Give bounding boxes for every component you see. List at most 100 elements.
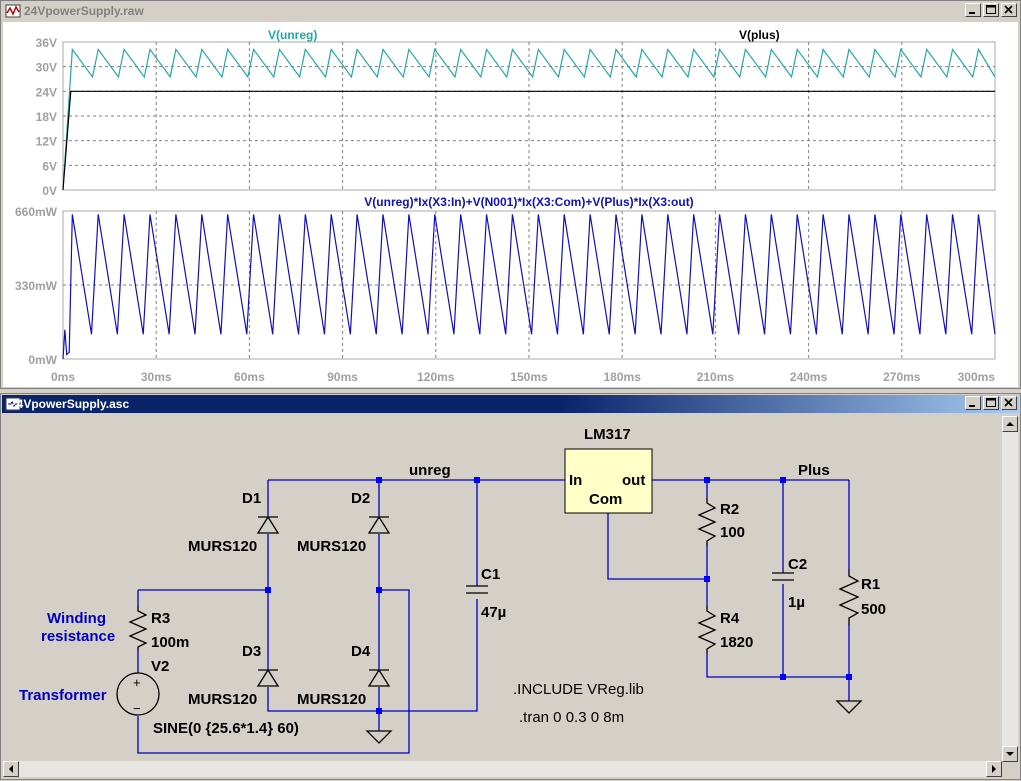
minimize-icon — [969, 405, 975, 407]
label-d2: D2 — [351, 490, 370, 507]
resistor-r3 — [128, 606, 148, 651]
x-tick-label: 240ms — [790, 370, 828, 384]
schematic-minimize-button[interactable] — [965, 396, 981, 410]
lower-y-tick-label: 660mW — [15, 205, 58, 219]
upper-y-tick-label: 6V — [42, 159, 57, 173]
label-lm317: LM317 — [584, 426, 631, 443]
waveform-titlebar[interactable]: 24VpowerSupply.raw — [2, 2, 1019, 20]
arrow-right-icon — [992, 765, 996, 773]
label-c2-value: 1µ — [788, 594, 805, 611]
schematic-maximize-button[interactable] — [983, 396, 999, 410]
label-v2: V2 — [151, 658, 169, 675]
voltage-source-v2 — [116, 672, 160, 716]
ground-right — [835, 700, 863, 714]
label-net-unreg: unreg — [409, 462, 451, 479]
label-ic-com: Com — [589, 491, 622, 508]
schematic-close-button[interactable] — [1001, 396, 1017, 410]
schematic-window: 24VpowerSupply.asc — [0, 393, 1021, 780]
directive-include[interactable]: .INCLUDE VReg.lib — [513, 681, 644, 698]
waveform-minimize-button[interactable] — [965, 3, 981, 17]
annotation-resistance: resistance — [41, 628, 115, 645]
resistor-r4 — [697, 606, 717, 653]
label-c2: C2 — [788, 556, 807, 573]
upper-y-tick-label: 0V — [42, 184, 57, 198]
diode-d2 — [367, 515, 391, 534]
label-d1-model: MURS120 — [188, 538, 257, 555]
schematic-titlebar[interactable]: 24VpowerSupply.asc — [2, 395, 1019, 413]
diode-d3 — [256, 668, 280, 687]
annotation-transformer: Transformer — [19, 687, 107, 704]
plot-background — [3, 22, 1018, 387]
schematic-app-icon — [5, 397, 21, 411]
trace-v-plus — [62, 90, 995, 191]
arrow-down-icon — [1006, 752, 1014, 756]
close-icon — [1004, 5, 1013, 14]
scroll-up-button[interactable] — [1002, 416, 1018, 432]
upper-y-tick-label: 30V — [36, 61, 57, 75]
diode-d4 — [367, 668, 391, 687]
traces — [62, 47, 996, 360]
upper-y-tick-label: 36V — [36, 36, 57, 50]
label-d3: D3 — [242, 643, 261, 660]
upper-y-tick-label: 18V — [36, 110, 57, 124]
label-r4: R4 — [720, 610, 740, 627]
scroll-down-button[interactable] — [1002, 746, 1018, 762]
label-d2-model: MURS120 — [297, 538, 366, 555]
label-c1-value: 47µ — [481, 604, 506, 621]
capacitor-c1 — [466, 585, 488, 594]
label-d1: D1 — [242, 490, 261, 507]
source-plus-sign: + — [133, 675, 141, 690]
schematic-horizontal-scrollbar[interactable] — [3, 761, 1002, 777]
label-r3-value: 100m — [151, 634, 189, 651]
label-net-plus: Plus — [798, 462, 830, 479]
components — [116, 498, 863, 744]
lower-y-tick-label: 330mW — [15, 279, 58, 293]
label-r1: R1 — [861, 576, 880, 593]
resistor-r2 — [697, 498, 717, 546]
lower-y-tick-label: 0mW — [28, 353, 57, 367]
x-tick-label: 120ms — [417, 370, 455, 384]
label-r3: R3 — [151, 610, 170, 627]
wires — [137, 479, 850, 754]
waveform-close-button[interactable] — [1001, 3, 1017, 17]
lm317-ic[interactable] — [564, 448, 653, 514]
label-ic-out: out — [622, 472, 645, 489]
source-minus-sign: − — [133, 701, 141, 716]
label-d4-model: MURS120 — [297, 691, 366, 708]
ground-left — [365, 730, 393, 744]
scroll-right-button[interactable] — [986, 761, 1002, 777]
legend-power-expression[interactable]: V(unreg)*Ix(X3:In)+V(N001)*Ix(X3:Com)+V(… — [364, 195, 693, 209]
label-d4: D4 — [351, 643, 371, 660]
label-ic-in: In — [569, 472, 582, 489]
x-tick-label: 0ms — [51, 370, 75, 384]
trace-power — [62, 214, 996, 360]
schematic-window-title: 24VpowerSupply.asc — [10, 397, 130, 411]
schematic-vertical-scrollbar[interactable] — [1002, 416, 1018, 762]
capacitor-c2 — [772, 572, 794, 581]
trace-v-unreg — [62, 47, 996, 191]
minimize-icon — [969, 12, 975, 14]
arrow-up-icon — [1006, 422, 1014, 426]
waveform-maximize-button[interactable] — [983, 3, 999, 17]
scroll-left-button[interactable] — [3, 761, 19, 777]
label-c1: C1 — [481, 566, 500, 583]
label-v2-sine: SINE(0 {25.6*1.4} 60) — [153, 720, 299, 737]
x-tick-label: 270ms — [883, 370, 921, 384]
resistor-r1 — [838, 569, 860, 625]
directive-tran[interactable]: .tran 0 0.3 0 8m — [519, 709, 624, 726]
schematic-canvas[interactable]: LM317 In out Com unreg Plus D1 MURS120 D… — [4, 416, 1000, 760]
legend-v-unreg[interactable]: V(unreg) — [268, 28, 317, 42]
upper-y-tick-label: 12V — [36, 135, 57, 149]
x-tick-label: 60ms — [234, 370, 265, 384]
legend-v-plus[interactable]: V(plus) — [739, 28, 780, 42]
maximize-icon — [986, 398, 996, 407]
x-tick-label: 210ms — [697, 370, 735, 384]
diode-d1 — [256, 515, 280, 534]
label-d3-model: MURS120 — [188, 691, 257, 708]
label-r1-value: 500 — [861, 601, 886, 618]
x-tick-label: 180ms — [604, 370, 642, 384]
waveform-window-title: 24VpowerSupply.raw — [24, 4, 144, 18]
close-icon — [1004, 398, 1013, 407]
